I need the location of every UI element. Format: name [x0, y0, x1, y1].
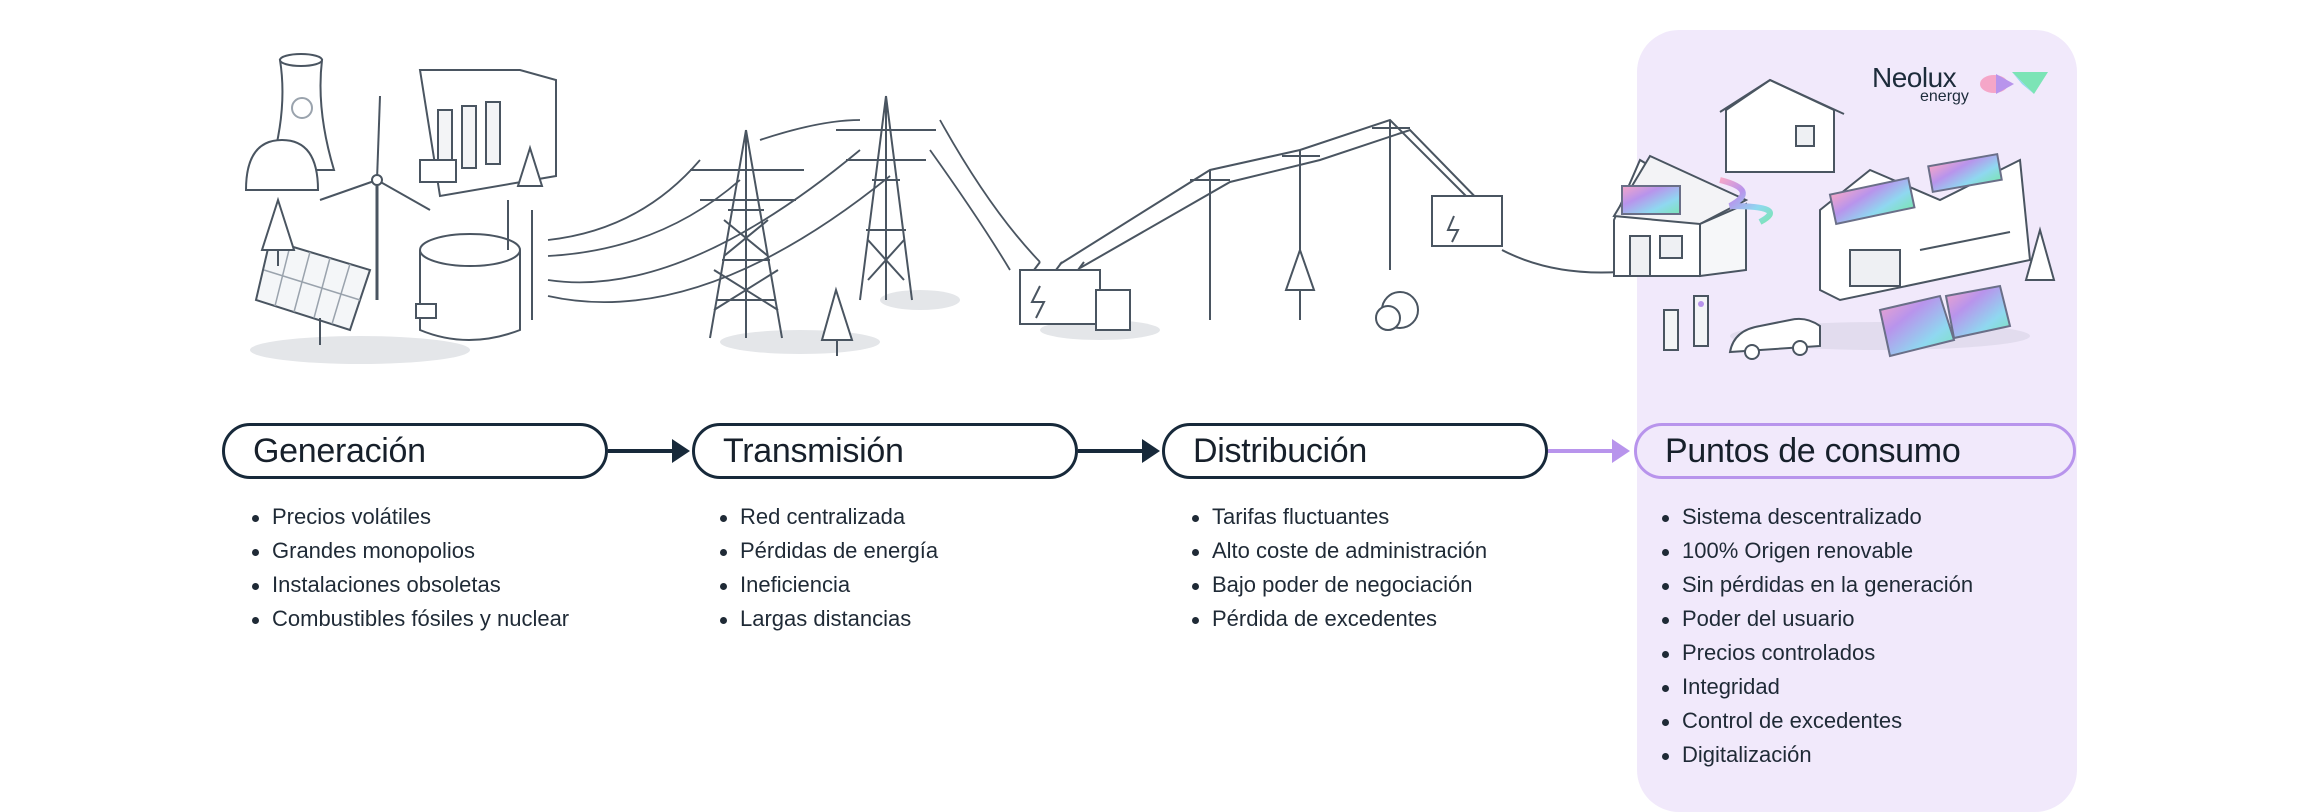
list-item: Red centralizada: [720, 500, 938, 534]
logo-tagline: energy: [1920, 88, 1969, 105]
arrow-right-icon: [608, 439, 690, 463]
list-item: Bajo poder de negociación: [1192, 568, 1487, 602]
stage-consumo-label: Puntos de consumo: [1634, 423, 2076, 479]
energy-grid-illustration: [244, 53, 2056, 364]
neolux-logo: Neolux energy: [1872, 62, 2052, 108]
list-item: Combustibles fósiles y nuclear: [252, 602, 569, 636]
list-item: Instalaciones obsoletas: [252, 568, 569, 602]
list-item: Tarifas fluctuantes: [1192, 500, 1487, 534]
stage-consumo-list: Sistema descentralizado 100% Origen reno…: [1662, 500, 1973, 772]
stage-transmision-list: Red centralizada Pérdidas de energía Ine…: [720, 500, 938, 636]
houses-solar-ev-icon: [1612, 78, 2056, 360]
stage-title: Puntos de consumo: [1665, 431, 1961, 470]
list-item: Precios controlados: [1662, 636, 1973, 670]
consumption-highlight-panel: [1637, 30, 2077, 812]
list-item: Largas distancias: [720, 602, 938, 636]
stage-distribucion-label: Distribución: [1162, 423, 1548, 479]
list-item: Grandes monopolios: [252, 534, 569, 568]
list-item: Sistema descentralizado: [1662, 500, 1973, 534]
stage-title: Distribución: [1193, 431, 1368, 470]
logo-wordmark: Neolux: [1872, 62, 1957, 93]
list-item: Poder del usuario: [1662, 602, 1973, 636]
stage-transmision-label: Transmisión: [692, 423, 1078, 479]
transmission-towers-icon: [690, 95, 960, 356]
distribution-poles-icon: [1019, 118, 1641, 340]
list-item: Integridad: [1662, 670, 1973, 704]
stage-generacion-label: Generación: [222, 423, 608, 479]
arrow-right-icon: [1548, 439, 1630, 463]
list-item: Ineficiencia: [720, 568, 938, 602]
stage-title: Generación: [253, 431, 426, 470]
arrow-right-icon: [1078, 439, 1160, 463]
stage-distribucion-list: Tarifas fluctuantes Alto coste de admini…: [1192, 500, 1487, 636]
list-item: Pérdidas de energía: [720, 534, 938, 568]
list-item: 100% Origen renovable: [1662, 534, 1973, 568]
list-item: Alto coste de administración: [1192, 534, 1487, 568]
list-item: Pérdida de excedentes: [1192, 602, 1487, 636]
list-item: Control de excedentes: [1662, 704, 1973, 738]
stage-title: Transmisión: [723, 431, 904, 470]
power-plants-icon: [244, 53, 557, 364]
power-lines-icon: [547, 119, 1041, 303]
list-item: Precios volátiles: [252, 500, 569, 534]
list-item: Digitalización: [1662, 738, 1973, 772]
stage-generacion-list: Precios volátiles Grandes monopolios Ins…: [252, 500, 569, 636]
neolux-mark-icon: [1980, 72, 2048, 94]
list-item: Sin pérdidas en la generación: [1662, 568, 1973, 602]
